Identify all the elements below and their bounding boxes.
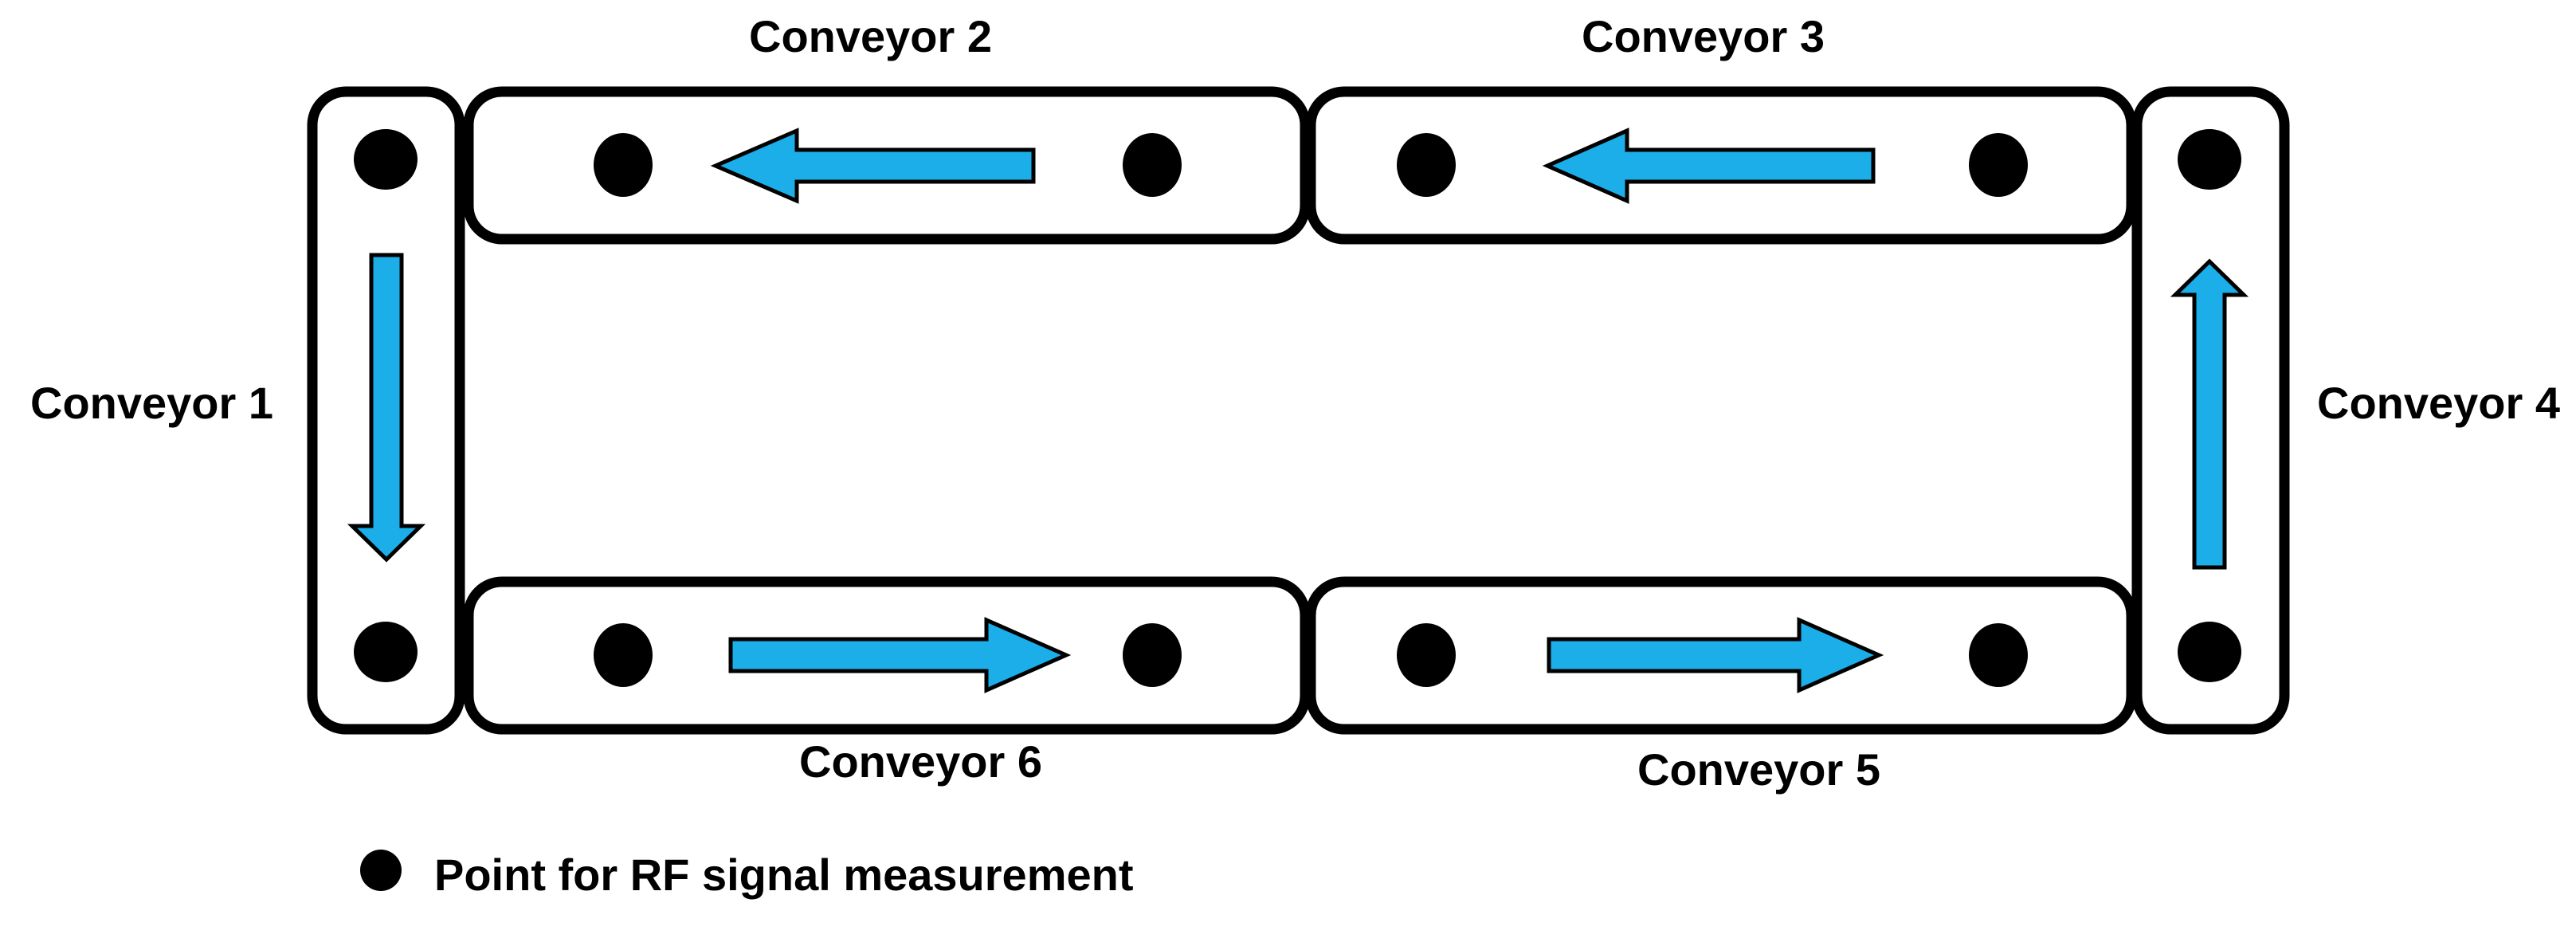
conveyor-5-measurement-point-right: [1969, 623, 2028, 687]
conveyor-3-flow-arrow-left: [1542, 128, 1876, 204]
conveyor-5-label: Conveyor 5: [1637, 744, 1880, 795]
legend-label: Point for RF signal measurement: [434, 850, 1134, 900]
conveyor-6-group[interactable]: [463, 576, 1311, 735]
conveyor-4-measurement-point-top: [2178, 129, 2241, 190]
conveyor-3-group[interactable]: [1305, 86, 2137, 245]
conveyor-6-measurement-point-right: [1123, 623, 1182, 687]
conveyor-6-label: Conveyor 6: [799, 736, 1042, 787]
legend-measurement-point-icon: [360, 850, 402, 891]
conveyor-4-flow-arrow-up: [2170, 258, 2249, 570]
conveyor-6-measurement-point-left: [594, 623, 653, 687]
conveyor-4-label: Conveyor 4: [2317, 378, 2560, 428]
conveyor-2-group[interactable]: [463, 86, 1311, 245]
conveyor-1-measurement-point-bottom: [354, 622, 418, 682]
conveyor-3-label: Conveyor 3: [1582, 11, 1825, 61]
conveyor-2-label: Conveyor 2: [749, 11, 992, 61]
conveyor-1-label: Conveyor 1: [30, 378, 273, 428]
conveyor-2-measurement-point-left: [594, 133, 653, 197]
conveyor-1-flow-arrow-down: [347, 253, 426, 563]
conveyor-5-measurement-point-left: [1397, 623, 1456, 687]
conveyor-2-measurement-point-right: [1123, 133, 1182, 197]
conveyor-1-measurement-point-top: [354, 129, 418, 190]
conveyor-6-flow-arrow-right: [728, 617, 1072, 693]
conveyor-1-group[interactable]: [307, 86, 465, 735]
conveyor-4-measurement-point-bottom: [2178, 622, 2241, 682]
conveyor-3-measurement-point-right: [1969, 133, 2028, 197]
conveyor-5-group[interactable]: [1305, 576, 2137, 735]
conveyor-4-group[interactable]: [2131, 86, 2290, 735]
conveyor-3-measurement-point-left: [1397, 133, 1456, 197]
conveyor-2-flow-arrow-left: [710, 128, 1036, 204]
conveyor-5-flow-arrow-right: [1547, 617, 1884, 693]
